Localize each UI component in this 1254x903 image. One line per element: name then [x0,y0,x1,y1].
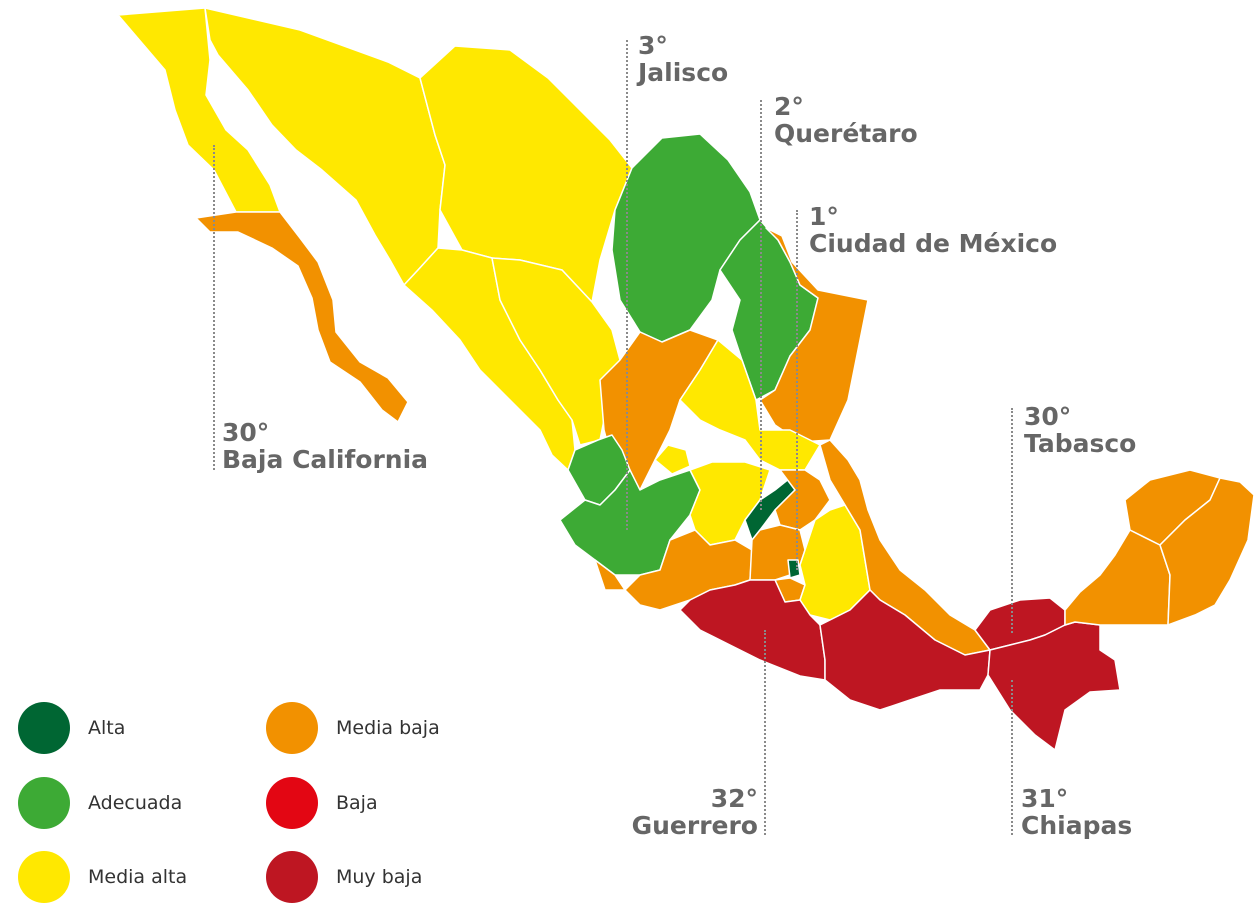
legend-swatch-baja [266,777,318,829]
legend-item-media-baja: Media baja [266,702,440,754]
callout-baja-california: 30° Baja California [222,419,428,473]
legend-item-media-alta: Media alta [18,851,187,903]
region-guerrero [679,579,826,681]
region-baja-california [117,7,281,213]
callout-tabasco: 30° Tabasco [1024,403,1136,457]
leader-baja-california [213,145,215,470]
callout-queretaro: 2° Querétaro [774,93,918,147]
legend-item-alta: Alta [18,702,125,754]
legend-label: Muy baja [336,866,423,888]
legend-swatch-adecuada [18,777,70,829]
legend-label: Media baja [336,717,440,739]
callout-state: Baja California [222,445,429,474]
callout-jalisco: 3° Jalisco [638,32,728,86]
callout-state: Chiapas [1021,811,1133,840]
region-coahuila [611,133,761,343]
callout-rank: 2° [774,92,804,121]
leader-chiapas [1011,680,1013,835]
leader-cdmx [796,210,798,570]
callout-rank: 31° [1021,784,1069,813]
legend-item-muy-baja: Muy baja [266,851,422,903]
legend-swatch-media-baja [266,702,318,754]
region-chihuahua [419,45,633,303]
leader-guerrero [764,630,766,835]
region-aguascalientes [654,444,691,475]
leader-queretaro [760,100,762,510]
callout-state: Ciudad de México [809,229,1058,258]
leader-tabasco [1011,408,1013,633]
callout-state: Tabasco [1024,429,1137,458]
leader-jalisco [626,40,628,530]
region-quintana-roo [1159,477,1254,626]
legend-label: Alta [88,717,126,739]
region-chiapas [987,621,1121,751]
callout-chiapas: 31° Chiapas [1021,785,1132,839]
legend-label: Baja [336,792,378,814]
legend-swatch-alta [18,702,70,754]
callout-state: Guerrero [631,811,758,840]
callout-rank: 1° [809,202,839,231]
callout-guerrero: 32° Guerrero [600,785,758,839]
region-ciudad-de-mexico [787,559,801,579]
legend-label: Adecuada [88,792,183,814]
callout-rank: 30° [1024,402,1072,431]
callout-state: Querétaro [774,119,918,148]
legend-swatch-muy-baja [266,851,318,903]
legend-label: Media alta [88,866,188,888]
callout-cdmx: 1° Ciudad de México [809,203,1057,257]
callout-rank: 3° [638,31,668,60]
region-hidalgo [774,469,831,531]
region-campeche [1064,529,1171,626]
callout-rank: 30° [222,418,270,447]
legend-swatch-media-alta [18,851,70,903]
callout-state: Jalisco [638,58,729,87]
region-guanajuato [689,461,771,546]
callout-rank: 32° [710,784,758,813]
legend-item-baja: Baja [266,777,378,829]
legend-item-adecuada: Adecuada [18,777,182,829]
region-baja-california-sur [195,211,409,423]
